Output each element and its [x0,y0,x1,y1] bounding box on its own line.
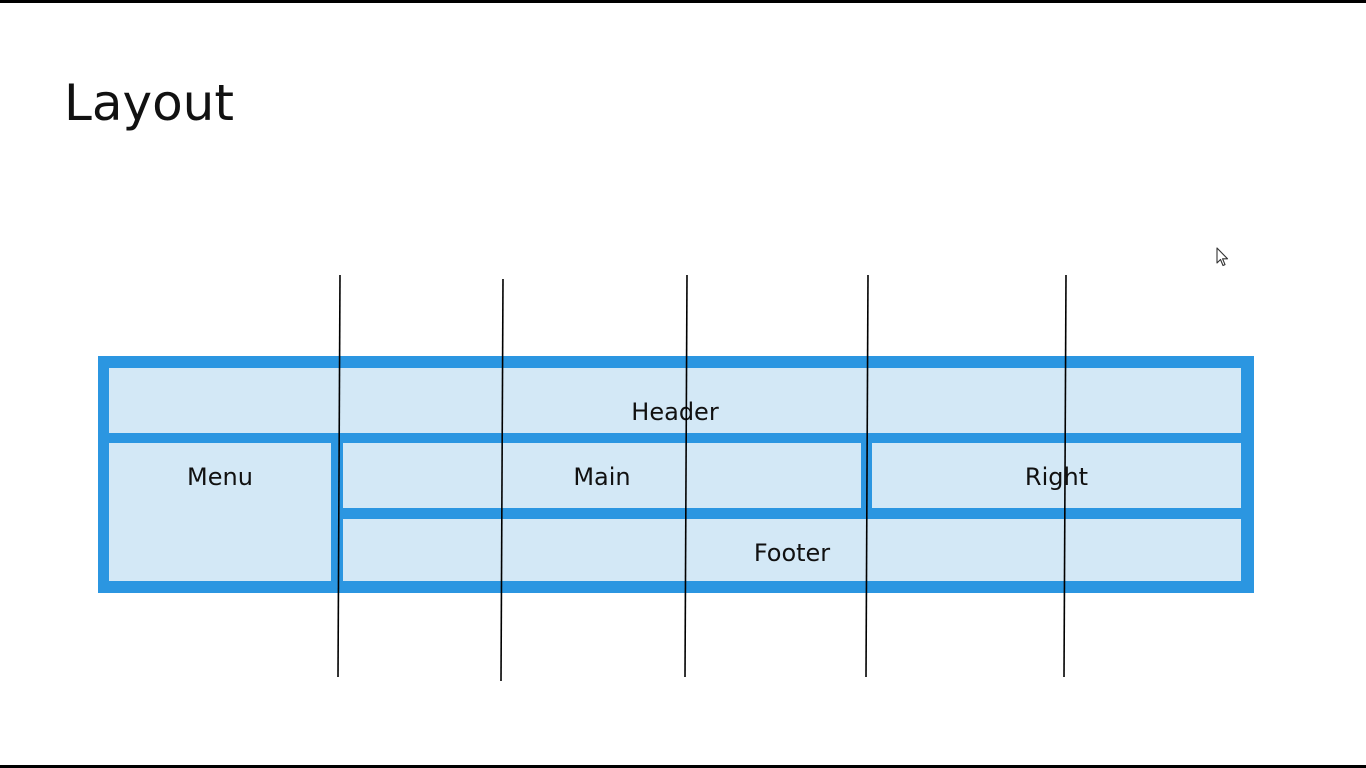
mouse-pointer-icon [1216,247,1229,267]
slide-title: Layout [64,74,234,132]
header-area-label: Header [631,398,719,426]
main-area-label: Main [573,463,631,491]
footer-area-label: Footer [753,539,831,567]
main-area: Main [343,443,861,508]
header-area: Header [109,368,1241,433]
right-area-label: Right [1024,463,1089,491]
layout-grid: Header Menu Main Right Footer [98,356,1254,593]
footer-area: Footer [343,519,1241,581]
menu-area-label: Menu [187,463,253,491]
right-area: Right [872,443,1241,508]
menu-area: Menu [109,443,331,581]
